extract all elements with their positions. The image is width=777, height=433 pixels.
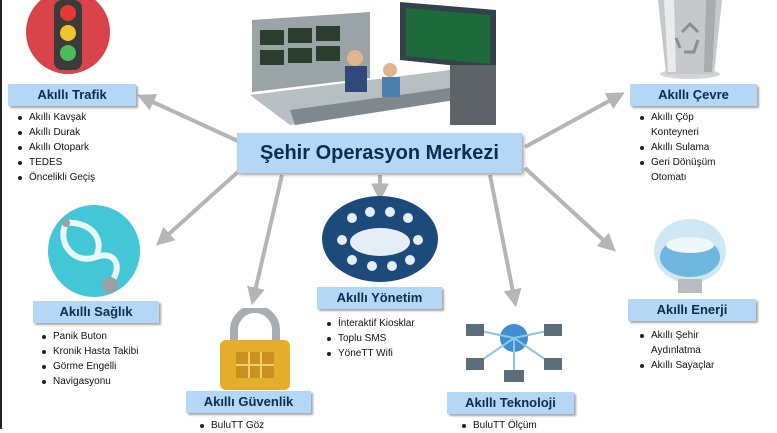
- label-akilli-enerji: Akıllı Enerji: [628, 299, 756, 321]
- trash-bin-icon: [658, 0, 722, 79]
- label-akilli-teknoloji: Akıllı Teknoloji: [447, 392, 574, 414]
- traffic-light-icon: [26, 0, 110, 74]
- list-akilli-saglik: Panik Buton Kronik Hasta Takibi Görme En…: [40, 329, 138, 389]
- list-item: BuluTT Ölçüm: [460, 418, 537, 433]
- label-akilli-saglik: Akıllı Sağlık: [33, 301, 159, 323]
- arrow-guvenlik: [247, 174, 284, 306]
- stethoscope-icon: [48, 205, 140, 297]
- list-item: TEDES: [16, 155, 95, 170]
- list-item: Otomatı: [651, 172, 687, 183]
- page-left-border: [0, 0, 2, 429]
- list-item: Akıllı Sayaçlar: [638, 358, 714, 373]
- lightbulb-icon: [654, 219, 726, 293]
- list-item: YöneTT Wifi: [325, 346, 415, 361]
- list-item: Görme Engelli: [40, 359, 138, 374]
- label-akilli-trafik: Akıllı Trafik: [8, 84, 136, 106]
- padlock-icon: [220, 308, 290, 390]
- label-akilli-yonetim: Akıllı Yönetim: [317, 287, 442, 309]
- label-akilli-guvenlik: Akıllı Güvenlik: [186, 391, 311, 413]
- list-item: Navigasyonu: [40, 374, 138, 389]
- list-item: Akıllı Durak: [16, 125, 95, 140]
- label-akilli-cevre: Akıllı Çevre: [630, 84, 757, 106]
- list-item: Aydınlatma: [651, 345, 701, 356]
- list-akilli-trafik: Akıllı Kavşak Akıllı Durak Akıllı Otopar…: [16, 110, 95, 185]
- center-title: Şehir Operasyon Merkezi: [237, 133, 522, 173]
- control-room-icon: [250, 2, 496, 125]
- list-akilli-yonetim: İnteraktif Kiosklar Toplu SMS YöneTT Wif…: [325, 316, 415, 361]
- meeting-table-icon: [322, 196, 438, 282]
- list-item: İnteraktif Kiosklar: [325, 316, 415, 331]
- list-item: Akıllı Otopark: [16, 140, 95, 155]
- list-akilli-teknoloji: BuluTT Ölçüm: [460, 418, 537, 433]
- list-item: Akıllı Kavşak: [16, 110, 95, 125]
- list-item: Akıllı Çöp: [638, 110, 715, 125]
- list-item: BuluTT Göz: [198, 418, 264, 433]
- list-akilli-enerji: Akıllı Şehir Aydınlatma Akıllı Sayaçlar: [638, 328, 714, 373]
- arrow-enerji: [523, 166, 616, 252]
- list-item: Panik Buton: [40, 329, 138, 344]
- arrow-teknoloji: [488, 174, 522, 308]
- list-akilli-guvenlik: BuluTT Göz: [198, 418, 264, 433]
- arrow-saglik: [155, 168, 242, 246]
- list-item: Geri Dönüşüm: [638, 155, 715, 170]
- network-globe-icon: [466, 324, 562, 382]
- list-akilli-cevre: Akıllı Çöp Konteyneri Akıllı Sulama Geri…: [638, 110, 715, 185]
- list-item: Öncelikli Geçiş: [16, 170, 95, 185]
- list-item: Konteyneri: [651, 127, 699, 138]
- arrow-cevre: [524, 92, 625, 149]
- arrow-trafik: [137, 94, 241, 144]
- list-item: Akıllı Sulama: [638, 140, 715, 155]
- list-item: Akıllı Şehir: [638, 328, 714, 343]
- list-item: Kronik Hasta Takibi: [40, 344, 138, 359]
- list-item: Toplu SMS: [325, 331, 415, 346]
